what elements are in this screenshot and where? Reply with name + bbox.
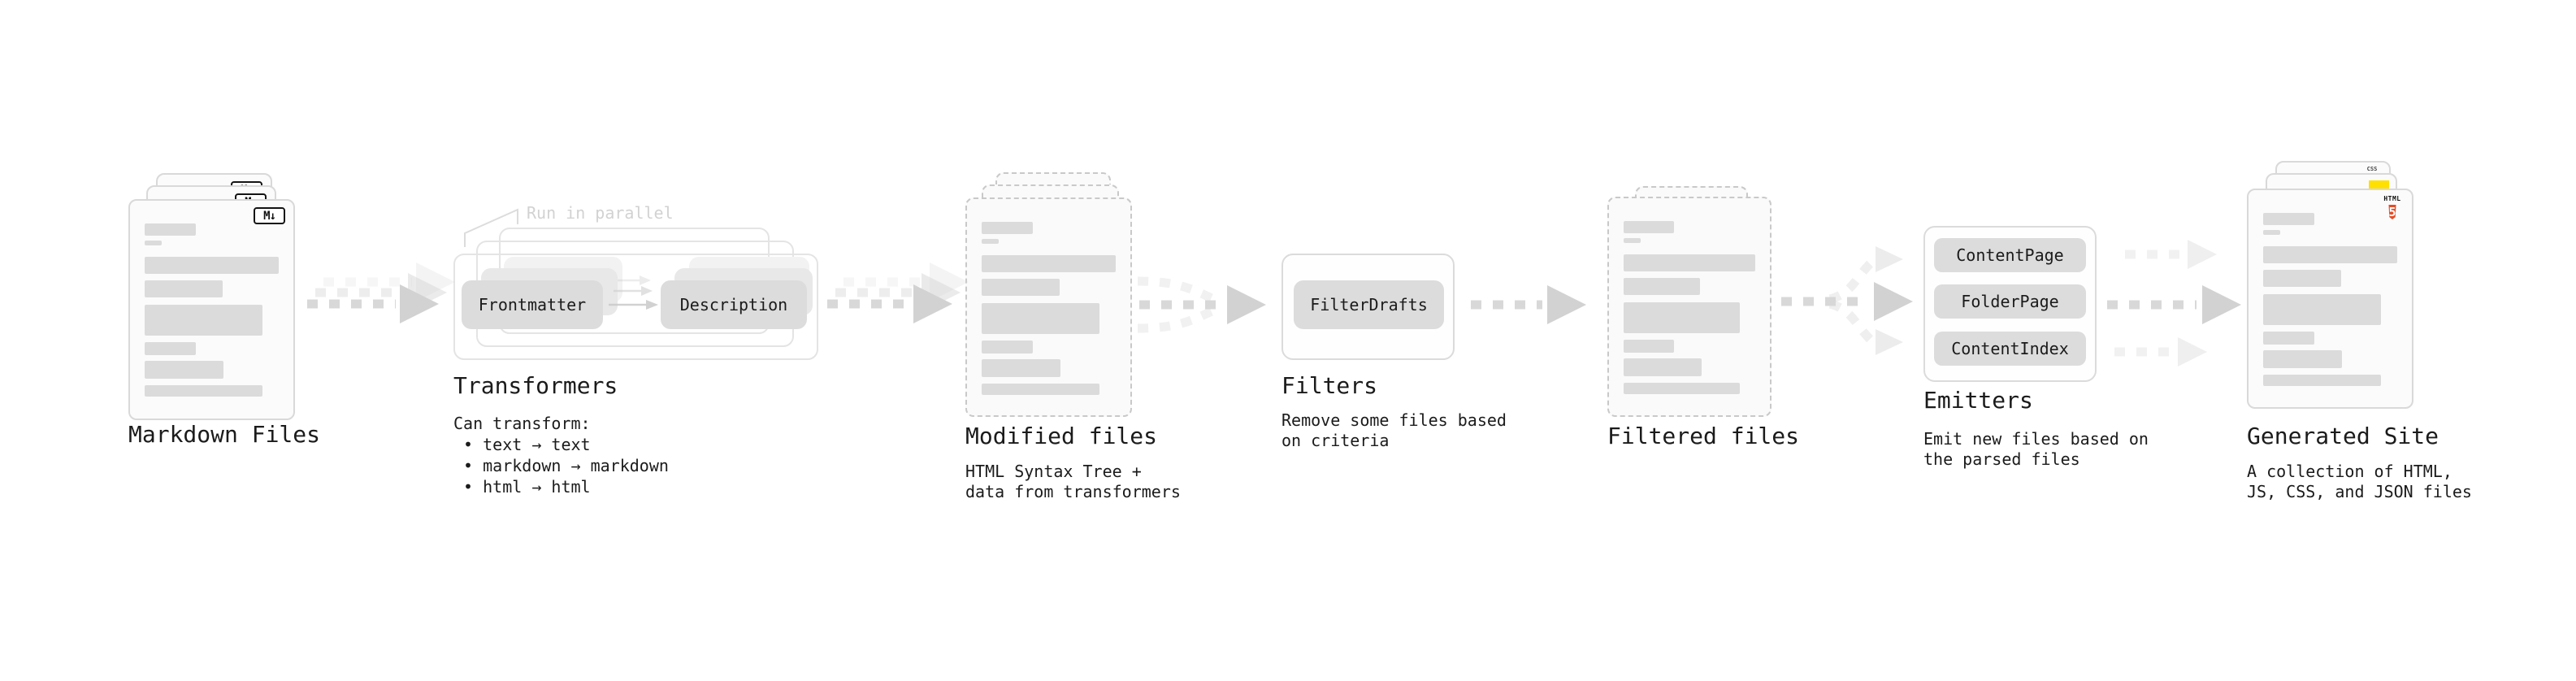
description-line: Remove some files based [1281,410,1507,430]
arrow-filters-to-filtered [1471,285,1586,324]
markdown-file-card: M↓ [128,199,295,420]
description-line: data from transformers [965,482,1181,501]
doc-text-bar [982,279,1060,296]
doc-text-bar [1624,254,1755,271]
doc-text-bar [145,305,263,336]
doc-text-bars [1624,221,1755,394]
arrow-modified-to-filters [1137,276,1266,333]
doc-text-bar [1624,278,1700,295]
arrow-filtered-to-emitters [1781,246,1913,355]
site-file-card-html: HTML 5 [2247,189,2413,409]
description-pill: Description [661,280,807,329]
doc-text-bar [2263,230,2281,235]
html5-icon-shield: 5 [2388,205,2396,219]
generated-site-description: A collection of HTML, JS, CSS, and JSON … [2247,462,2472,502]
doc-text-bar [145,280,223,297]
doc-text-bars [2263,213,2397,386]
doc-text-bar [982,255,1116,272]
modified-file-card [965,197,1132,417]
doc-text-bar [2263,375,2382,386]
css-icon-label: CSS [2366,166,2378,172]
markdown-icon: M↓ [254,207,285,224]
description-line: JS, CSS, and JSON files [2247,482,2472,501]
arrow-markdown-to-transformers [307,262,455,323]
html5-icon-label: HTML [2383,195,2401,202]
doc-text-bar [145,342,196,355]
description-line: A collection of HTML, [2247,462,2452,481]
doc-text-bar [1624,340,1674,353]
doc-text-bar [2263,294,2382,325]
modified-files-description: HTML Syntax Tree + data from transformer… [965,462,1181,502]
doc-text-bar [1624,302,1740,333]
html5-icon: HTML 5 [2381,195,2404,223]
description-line: HTML Syntax Tree + [965,462,1142,481]
doc-text-bar [982,340,1033,354]
doc-text-bar [2263,350,2343,368]
arrow-transformers-to-modified [827,262,969,323]
description-line: • text → text [453,435,591,454]
doc-text-bar [145,361,224,379]
doc-text-bar [145,257,279,274]
filters-description: Remove some files based on criteria [1281,410,1507,451]
doc-text-bar [982,239,1000,244]
description-line: Emit new files based on [1923,429,2149,449]
doc-text-bar [145,385,263,397]
frontmatter-pill: Frontmatter [462,280,603,329]
contentindex-pill: ContentIndex [1934,332,2086,366]
doc-text-bars [145,223,279,397]
stage-title-filters: Filters [1281,372,1378,399]
description-line: Can transform: [453,414,591,433]
filtered-file-card [1607,197,1772,417]
doc-text-bar [2263,213,2314,225]
doc-text-bar [982,359,1061,377]
filterdrafts-pill: FilterDrafts [1294,280,1444,329]
description-line: on criteria [1281,431,1390,450]
contentpage-pill: ContentPage [1934,238,2086,272]
doc-text-bar [2263,246,2397,263]
transformer-box [453,254,818,360]
stage-title-generated-site: Generated Site [2247,423,2439,449]
stage-title-emitters: Emitters [1923,387,2033,414]
stage-title-modified-files: Modified files [965,423,1158,449]
doc-text-bar [1624,358,1702,376]
doc-text-bars [982,222,1116,395]
emitters-description: Emit new files based on the parsed files [1923,429,2149,470]
description-line: • markdown → markdown [453,456,669,475]
stage-title-transformers: Transformers [453,372,618,399]
doc-text-bar [982,303,1100,334]
folderpage-pill: FolderPage [1934,284,2086,319]
doc-text-bar [145,223,196,236]
js-icon [2369,180,2389,191]
stage-title-filtered-files: Filtered files [1607,423,1800,449]
doc-text-bar [2263,332,2314,345]
arrow-emitters-to-site [2107,240,2241,367]
stage-title-markdown-files: Markdown Files [128,421,321,448]
doc-text-bar [982,222,1033,234]
transformers-description: Can transform: • text → text • markdown … [453,413,669,497]
doc-text-bar [145,241,163,245]
doc-text-bar [1624,383,1740,394]
doc-text-bar [1624,221,1674,233]
description-line: • html → html [453,477,591,497]
run-in-parallel-annotation: Run in parallel [527,203,674,223]
doc-text-bar [2263,270,2341,287]
doc-text-bar [1624,238,1641,243]
description-line: the parsed files [1923,449,2080,469]
doc-text-bar [982,384,1100,395]
